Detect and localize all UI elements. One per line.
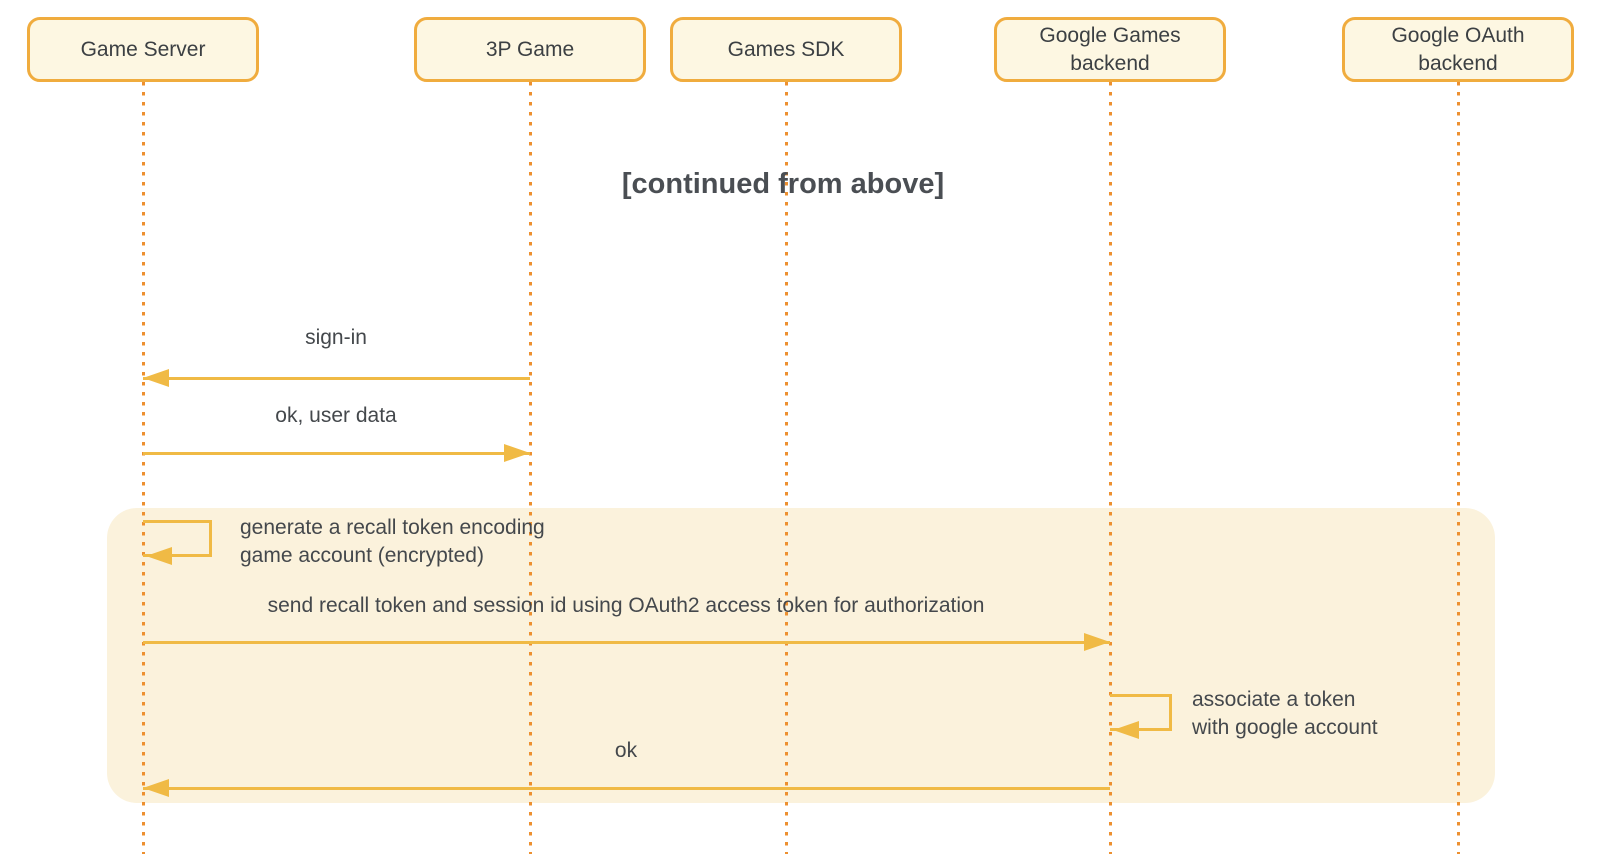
actor-google-oauth-backend: Google OAuth backend [1342, 17, 1574, 82]
arrowhead-right-icon [504, 444, 530, 462]
actor-label: Google Games backend [1039, 23, 1181, 75]
label-line-2: game account (encrypted) [240, 544, 484, 567]
message-line-ok-user-data [143, 451, 530, 455]
message-label-ok-user-data: ok, user data [275, 404, 397, 427]
message-line-send-recall-token [143, 640, 1110, 644]
message-label-sign-in: sign-in [305, 326, 367, 349]
message-label-ok: ok [614, 739, 638, 762]
self-loop-generate-token [143, 520, 212, 557]
actor-google-games-backend: Google Games backend [994, 17, 1226, 82]
arrowhead-right-icon [1084, 633, 1110, 651]
actor-label: Game Server [80, 37, 206, 61]
label-line-1: generate a recall token encoding [240, 516, 545, 539]
highlight-region [107, 508, 1495, 803]
arrowhead-left-icon [1113, 720, 1139, 739]
message-line-sign-in [143, 376, 530, 380]
actor-label: Games SDK [727, 37, 845, 61]
actor-3p-game: 3P Game [414, 17, 646, 82]
lifeline-3p-game [528, 82, 532, 854]
message-label-generate-token: generate a recall token encoding game ac… [240, 514, 545, 570]
lifeline-google-games-backend [1108, 82, 1112, 854]
arrowhead-left-icon [146, 546, 172, 565]
message-label-send-recall-token: send recall token and session id using O… [267, 594, 985, 617]
arrowhead-left-icon [143, 779, 169, 797]
self-loop-associate-token [1110, 694, 1172, 731]
actor-games-sdk: Games SDK [670, 17, 902, 82]
message-label-associate-token: associate a token with google account [1192, 686, 1378, 742]
actor-game-server: Game Server [27, 17, 259, 82]
diagram-title: [continued from above] [621, 168, 945, 200]
lifeline-game-server [141, 82, 145, 854]
lifeline-games-sdk [784, 82, 788, 854]
actor-label: 3P Game [485, 37, 575, 61]
arrowhead-left-icon [143, 369, 169, 387]
actor-label: Google OAuth backend [1391, 23, 1525, 75]
label-line-1: associate a token [1192, 688, 1356, 711]
label-line-2: with google account [1192, 716, 1378, 739]
lifeline-google-oauth-backend [1456, 82, 1460, 854]
message-line-ok [143, 786, 1110, 790]
